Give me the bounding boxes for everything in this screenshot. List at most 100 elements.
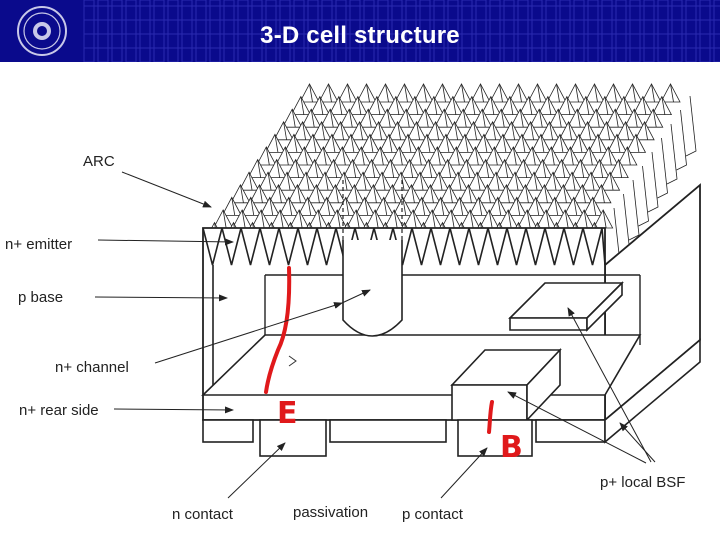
pyramid-ridge bbox=[426, 134, 431, 153]
emitter-sawtooth bbox=[202, 227, 606, 266]
pyramid bbox=[276, 171, 298, 191]
pyramid-ridge bbox=[469, 209, 474, 229]
base-arrow-right bbox=[341, 289, 371, 304]
pyramid-ridge bbox=[354, 184, 358, 203]
pyramid bbox=[377, 108, 398, 128]
pyramid-ridge bbox=[279, 209, 284, 229]
pyramid-ridge bbox=[592, 197, 597, 216]
pyramid bbox=[451, 83, 472, 103]
pyramid bbox=[456, 158, 477, 179]
pyramid bbox=[273, 120, 294, 141]
pyramid bbox=[596, 120, 617, 141]
pyramid bbox=[563, 196, 584, 216]
passivation-segment bbox=[329, 419, 447, 443]
pyramid-ridge bbox=[571, 172, 576, 191]
pyramid bbox=[392, 196, 413, 216]
pyramid-ridge bbox=[345, 197, 350, 216]
pyramid bbox=[442, 95, 464, 115]
pyramid bbox=[622, 83, 643, 103]
pyramid-ridge bbox=[379, 146, 384, 166]
pyramid-ridge bbox=[587, 121, 591, 140]
pyramid bbox=[333, 171, 355, 191]
pyramid bbox=[527, 83, 548, 103]
pyramid bbox=[485, 171, 507, 191]
pyramid bbox=[328, 95, 350, 115]
pyramid-ridge bbox=[260, 209, 265, 229]
pyramid-ridge bbox=[430, 184, 434, 203]
pyramid-ridge bbox=[431, 209, 436, 229]
pyramid bbox=[515, 183, 536, 204]
pyramid bbox=[240, 196, 261, 216]
pyramid bbox=[473, 133, 495, 153]
label-p-local-bsf: p+ local BSF bbox=[600, 474, 685, 491]
pyramid-ridge bbox=[530, 121, 534, 140]
pyramid-ridge bbox=[504, 159, 509, 178]
pyramid bbox=[299, 83, 320, 103]
pyramid-ridge bbox=[461, 83, 465, 103]
pyramid bbox=[358, 108, 379, 128]
pyramid-ridge bbox=[576, 109, 581, 128]
pyramid bbox=[221, 196, 242, 216]
pyramid-ridge bbox=[604, 96, 609, 115]
pyramid bbox=[518, 95, 540, 115]
pyramid bbox=[340, 133, 362, 153]
pyramid-ridge bbox=[309, 83, 313, 103]
pyramid-ridge bbox=[473, 121, 477, 140]
pyramid-ridge bbox=[626, 146, 631, 166]
pyramid-ridge bbox=[343, 172, 348, 191]
pyramid bbox=[584, 83, 605, 103]
pyramid-ridge bbox=[549, 121, 553, 140]
pyramid-ridge bbox=[561, 159, 566, 178]
pyramid bbox=[304, 158, 325, 179]
pyramid bbox=[396, 108, 417, 128]
pyramid-ridge bbox=[601, 184, 605, 203]
pyramid-ridge bbox=[452, 96, 457, 115]
pyramid-ridge bbox=[602, 209, 607, 229]
passivation-side bbox=[604, 338, 701, 444]
label-n-emitter: n+ emitter bbox=[5, 236, 72, 253]
pyramid-ridge bbox=[414, 96, 419, 115]
pyramid bbox=[572, 183, 593, 204]
pyramid bbox=[347, 95, 369, 115]
pyramid bbox=[268, 183, 289, 204]
pyramid-ridge bbox=[338, 96, 343, 115]
pyramid-ridge bbox=[476, 172, 481, 191]
pyramid-ridge bbox=[364, 197, 369, 216]
pyramid-ridge bbox=[590, 172, 595, 191]
pyramid bbox=[539, 120, 560, 141]
pyramid bbox=[290, 95, 312, 115]
pyramid bbox=[591, 183, 612, 204]
pyramid-ridge bbox=[409, 159, 414, 178]
pyramid-ridge bbox=[535, 197, 540, 216]
pyramid bbox=[537, 95, 559, 115]
pyramid-ridge bbox=[457, 172, 462, 191]
pyramid bbox=[651, 95, 673, 115]
pyramid bbox=[484, 146, 505, 166]
pyramid-ridge bbox=[303, 146, 308, 166]
pyramid-ridge bbox=[614, 109, 619, 128]
pyramid bbox=[482, 120, 503, 141]
pyramid bbox=[354, 196, 375, 216]
pyramid bbox=[423, 95, 445, 115]
bsf-slab-side bbox=[586, 281, 623, 332]
pyramid bbox=[256, 146, 277, 166]
handwritten-e: E bbox=[277, 396, 298, 431]
pyramid-ridge bbox=[388, 134, 393, 153]
pyramid bbox=[397, 133, 419, 153]
pyramid-ridge bbox=[595, 109, 600, 128]
pyramid-ridge bbox=[241, 209, 246, 229]
label-p-base: p base bbox=[18, 289, 63, 306]
pyramid bbox=[257, 171, 279, 191]
pyramid-ridge bbox=[284, 146, 289, 166]
pyramid-ridge bbox=[618, 159, 623, 178]
pyramid-ridge bbox=[322, 146, 327, 166]
pyramid-ridge bbox=[265, 146, 270, 166]
pyramid-ridge bbox=[373, 184, 377, 203]
pyramid bbox=[608, 158, 629, 179]
pyramid-ridge bbox=[485, 159, 490, 178]
pyramid-ridge bbox=[556, 83, 560, 103]
pyramid bbox=[494, 158, 515, 179]
pyramid bbox=[542, 171, 564, 191]
pyramid bbox=[492, 133, 514, 153]
